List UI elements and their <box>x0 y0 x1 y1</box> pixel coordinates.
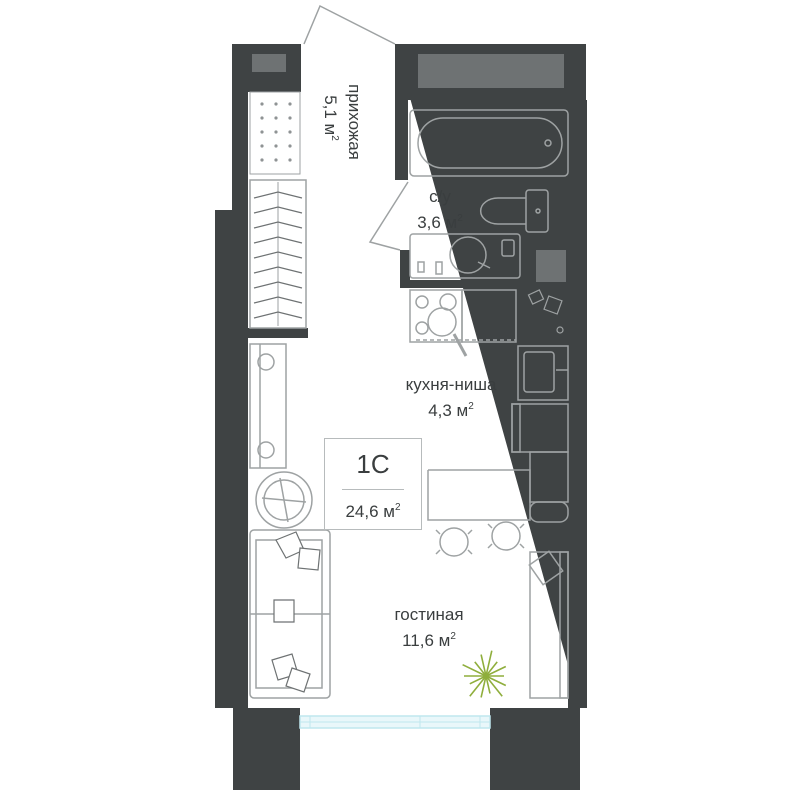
room-label-living: гостиная 11,6 м2 <box>374 604 484 652</box>
bed-icon <box>249 343 287 469</box>
table-icon <box>427 451 569 523</box>
wall-bath-left-low <box>400 250 410 286</box>
hanger-mark <box>253 311 303 319</box>
plant-leaf <box>485 661 498 677</box>
wall-hall-right <box>395 44 408 180</box>
room-name-living: гостиная <box>394 605 464 624</box>
hanger-mark <box>253 191 303 199</box>
room-area-hallway: 5,1 м2 <box>321 95 340 141</box>
toilet-icon <box>479 189 549 233</box>
room-name-kitchen: кухня-ниша <box>405 375 497 394</box>
plant-icon <box>462 650 507 698</box>
wall-bath-bottom <box>400 280 570 288</box>
svg-text:5,1 м2: 5,1 м2 <box>321 95 340 141</box>
plant-leaf <box>469 675 487 685</box>
shoe-rack-dot <box>260 144 264 148</box>
unit-total-area: 24,6 м2 <box>345 502 401 521</box>
wardrobe-hangers <box>253 191 303 319</box>
room-area-living: 11,6 м2 <box>402 631 456 650</box>
sofa-pillows <box>271 531 321 693</box>
shoe-rack-dot <box>260 130 264 134</box>
room-name-hallway: прихожая <box>345 84 364 160</box>
shoe-rack <box>249 91 301 175</box>
shoe-rack-dots <box>260 102 292 162</box>
window-top-left <box>252 54 286 72</box>
door-icon[interactable] <box>303 4 396 45</box>
wall-hall-bottom <box>248 328 308 338</box>
window-shaft <box>536 250 566 282</box>
shoe-rack-dot <box>260 116 264 120</box>
plant-leaf <box>474 661 487 677</box>
hanger-mark <box>253 251 303 259</box>
sink-icon <box>409 233 521 279</box>
room-label-kitchen: кухня-ниша 4,3 м2 <box>376 374 526 422</box>
shoe-rack-dot <box>274 144 278 148</box>
wall-shaft <box>548 176 570 242</box>
wall-top-right <box>395 44 587 790</box>
room-label-bathroom: с/у 3,6 м2 <box>408 186 472 234</box>
hanger-mark <box>253 206 303 214</box>
wall-left <box>215 44 301 790</box>
unit-type-code: 1С <box>356 449 390 479</box>
hanger-mark <box>253 296 303 304</box>
shoe-rack-dot <box>274 102 278 106</box>
room-area-kitchen: 4,3 м2 <box>428 401 474 420</box>
shoe-rack-dot <box>260 102 264 106</box>
plant-leaf <box>462 663 487 677</box>
shoe-rack-dot <box>274 116 278 120</box>
plant-leaf <box>480 675 487 698</box>
kitchen-counter <box>416 289 517 343</box>
hanger-mark <box>253 281 303 289</box>
bathroom-door[interactable] <box>368 181 409 251</box>
bathtub-icon <box>409 109 569 177</box>
room-area-hallway-value: 5,1 м <box>321 95 340 135</box>
tv-unit-icon <box>528 550 569 699</box>
wardrobe-icon <box>249 179 307 329</box>
room-area-hallway-power: 2 <box>329 135 340 141</box>
shoe-rack-dot <box>274 130 278 134</box>
plant-leaf <box>485 675 503 697</box>
hanger-mark <box>253 236 303 244</box>
plant-leaf <box>485 650 493 677</box>
unit-card-divider <box>342 489 404 490</box>
shoe-rack-dot <box>274 158 278 162</box>
shoe-rack-dot <box>288 158 292 162</box>
plant-leaf <box>485 665 507 677</box>
plant-leaf <box>485 675 507 687</box>
plant-leaf <box>480 654 487 677</box>
room-area-bathroom: 3,6 м2 <box>417 213 463 232</box>
shoe-rack-dot <box>288 144 292 148</box>
glazing-bottom <box>299 715 491 729</box>
wall-bottom-right <box>490 708 580 790</box>
shoe-rack-dot <box>260 158 264 162</box>
hanger-mark <box>253 221 303 229</box>
unit-summary-card: 1С 24,6 м2 <box>324 438 422 530</box>
chair-icon <box>435 521 525 557</box>
armchair-icon <box>255 471 313 529</box>
shoe-rack-dot <box>288 130 292 134</box>
wall-right <box>568 44 586 708</box>
plant-leaf <box>485 675 491 694</box>
kitchen-misc <box>527 289 564 334</box>
hanger-mark <box>253 266 303 274</box>
shoe-rack-dot <box>288 102 292 106</box>
window-top-right <box>418 54 564 88</box>
room-name-bathroom: с/у <box>429 187 451 206</box>
stove-icon <box>409 289 468 357</box>
shoe-rack-dot <box>288 116 292 120</box>
kitchen-sink-icon <box>517 345 569 401</box>
plant-leaf <box>469 675 487 697</box>
